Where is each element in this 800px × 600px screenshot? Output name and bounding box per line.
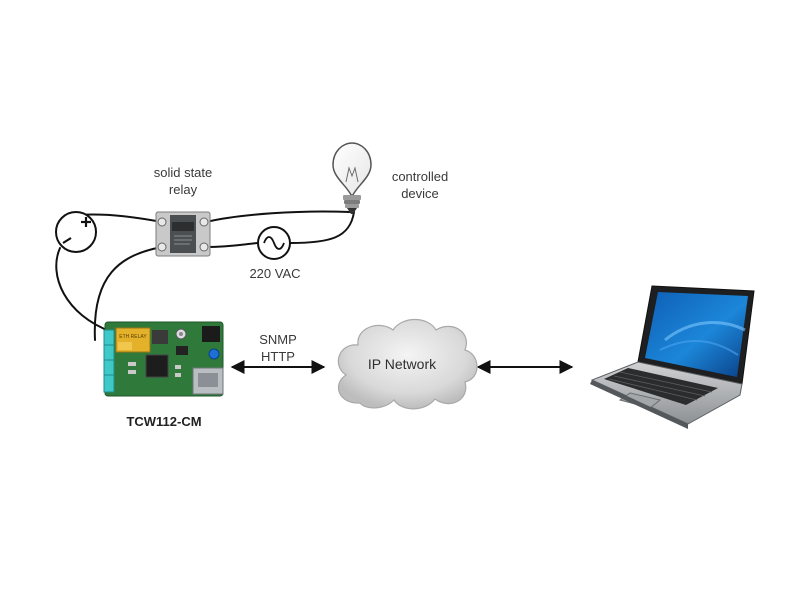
circuit-wires <box>55 210 355 341</box>
ac-source-symbol <box>257 226 291 260</box>
ip-network-cloud: IP Network <box>337 318 478 410</box>
wire-psu-to-board <box>55 247 113 333</box>
minus-sign <box>62 237 72 244</box>
wire-relay-to-bulb <box>205 210 351 223</box>
wire-ac-to-bulb <box>289 211 355 244</box>
solid-state-relay-image <box>155 211 211 257</box>
board-label: TCW112-CM <box>126 414 202 429</box>
laptop-image <box>590 285 755 429</box>
relay-marking: ETH RELAY <box>119 334 147 340</box>
network-label: IP Network <box>368 356 437 372</box>
light-bulb-icon <box>332 142 372 214</box>
device-label: controlled device <box>391 169 449 201</box>
relay-label: solid state relay <box>153 165 213 197</box>
wire-relay-to-ac <box>205 242 259 248</box>
vac-label: 220 VAC <box>249 266 301 281</box>
dc-supply-symbol <box>55 211 97 253</box>
controller-board-image: ETH RELAY <box>103 321 224 397</box>
protocols-label: SNMP HTTP <box>259 332 297 364</box>
wire-relay-to-board <box>93 246 163 341</box>
